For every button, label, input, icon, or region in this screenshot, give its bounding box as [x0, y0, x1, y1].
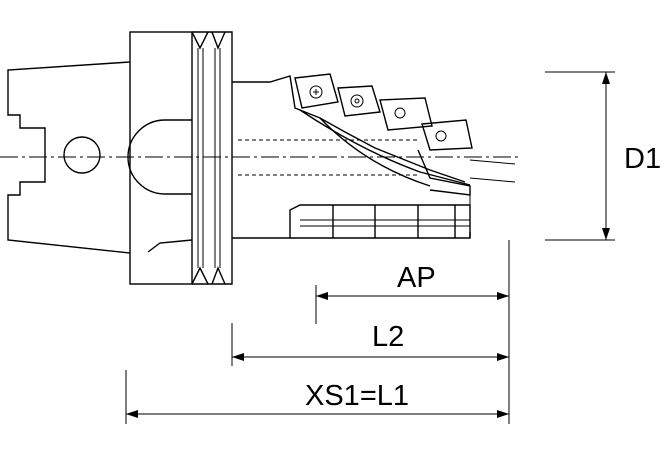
l2-label: L2: [372, 321, 404, 353]
flange: [127, 31, 233, 285]
ap-label: AP: [397, 262, 436, 294]
l2-dimension: L2: [231, 321, 509, 366]
insert-3: [379, 97, 433, 131]
cutter-head: [232, 73, 516, 239]
insert-1: [294, 73, 339, 109]
taper-shank: [7, 61, 131, 254]
insert-2: [337, 85, 381, 117]
xs1-dimension: XS1=L1: [125, 370, 509, 424]
bore-hole: [63, 136, 101, 174]
insert-4: [421, 119, 473, 151]
ap-dimension: AP: [315, 240, 510, 424]
xs1-label: XS1=L1: [305, 380, 409, 412]
d1-label: D1: [624, 143, 661, 175]
d1-dimension: D1: [545, 71, 661, 241]
